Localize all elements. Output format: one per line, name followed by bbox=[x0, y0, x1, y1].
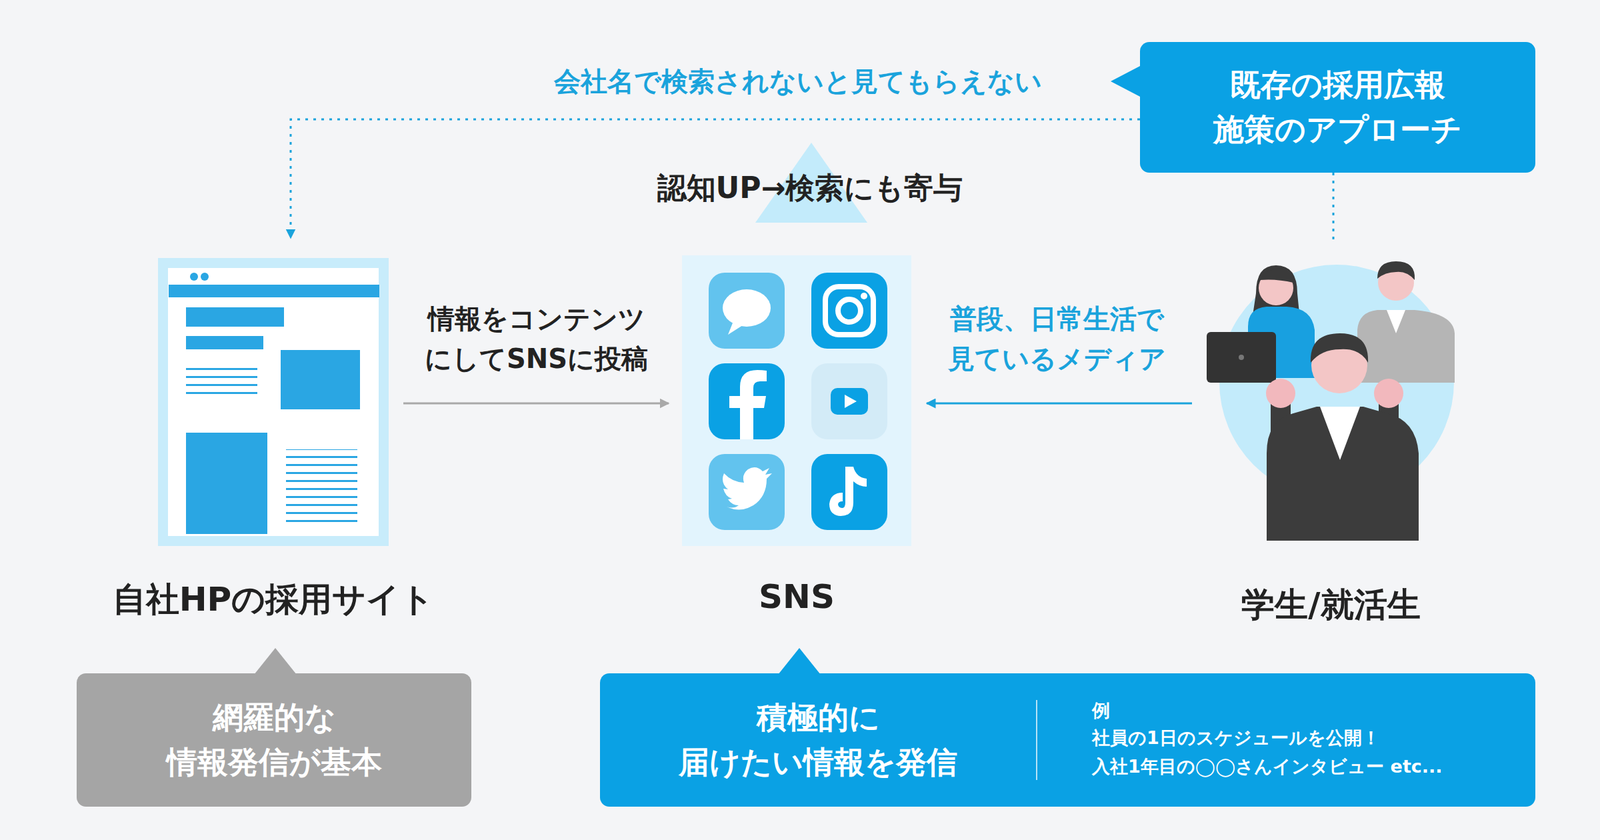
approach-dotted-line bbox=[1332, 172, 1335, 244]
edge-label: 会社名で検索されないと見てもらえない bbox=[464, 65, 1132, 98]
gray-callout: 網羅的な 情報発信が基本 bbox=[76, 673, 472, 807]
example-item: 入社1年目の◯◯さんインタビュー etc... bbox=[1092, 756, 1519, 778]
callout-text: 網羅的な 情報発信が基本 bbox=[140, 695, 408, 784]
example-heading: 例 bbox=[1092, 700, 1519, 722]
blue-callout: 積極的に 届けたい情報を発信 例社員の1日のスケジュールを公開！ 入社1年目の◯◯さ… bbox=[600, 673, 1536, 807]
callout-text: 積極的に 届けたい情報を発信 bbox=[651, 695, 985, 784]
divider-line bbox=[1036, 700, 1038, 780]
callout-pointer bbox=[778, 648, 821, 675]
post-arrow bbox=[403, 402, 669, 405]
website-illustration bbox=[158, 258, 389, 546]
search-note: 認知UP→検索にも寄与 bbox=[586, 170, 1034, 206]
approach-box: 既存の採用広報 施策のアプローチ bbox=[1140, 42, 1536, 173]
website-node: 自社HPの採用サイト bbox=[158, 258, 389, 546]
students-illustration bbox=[1206, 261, 1455, 541]
callout-pointer bbox=[254, 648, 297, 675]
sns-icons bbox=[682, 255, 912, 546]
media-arrow bbox=[926, 402, 1192, 405]
edge-label: 普段、日常生活で 見ているメディア bbox=[928, 298, 1186, 379]
search-dotted-connector bbox=[290, 119, 1140, 238]
node-caption: 学生/就活生 bbox=[1140, 584, 1522, 625]
node-caption: SNS bbox=[615, 576, 978, 617]
sns-node: SNS bbox=[682, 255, 912, 546]
box-title: 既存の採用広報 施策のアプローチ bbox=[1197, 62, 1478, 152]
callout-pointer bbox=[1110, 65, 1142, 98]
node-caption: 自社HPの採用サイト bbox=[51, 579, 496, 620]
edge-label: 情報をコンテンツ にしてSNSに投稿 bbox=[408, 298, 665, 379]
students-node: 学生/就活生 bbox=[1207, 263, 1455, 544]
example-item: 社員の1日のスケジュールを公開！ bbox=[1092, 727, 1519, 749]
